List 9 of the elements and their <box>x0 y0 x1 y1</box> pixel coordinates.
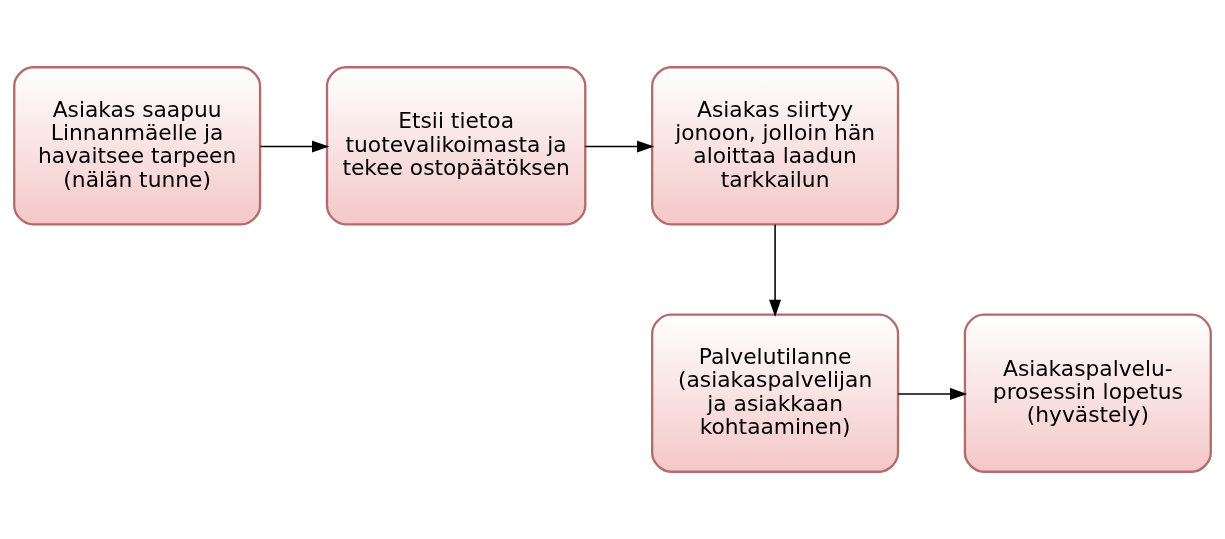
node-box: Asiakas saapuu Linnanmäelle ja havaitsee tarpeen (nälän tunne) <box>13 66 262 226</box>
arrow <box>769 224 782 317</box>
arrow <box>584 140 655 153</box>
node-box: Etsii tietoa tuotevalikoimasta ja tekee ostopäätöksen <box>325 66 587 226</box>
arrow <box>259 140 330 153</box>
node-box: Asiakaspalvelu-prosessin lopetus (hyvästely) <box>963 313 1212 473</box>
arrow <box>897 388 968 400</box>
node-box: Palvelutilanne (asiakaspalvelijan ja asiakkaan kohtaaminen) <box>651 313 900 473</box>
node-box: Asiakas siirtyy jonoon, jolloin hän aloittaa laadun tarkkailun <box>651 66 900 226</box>
